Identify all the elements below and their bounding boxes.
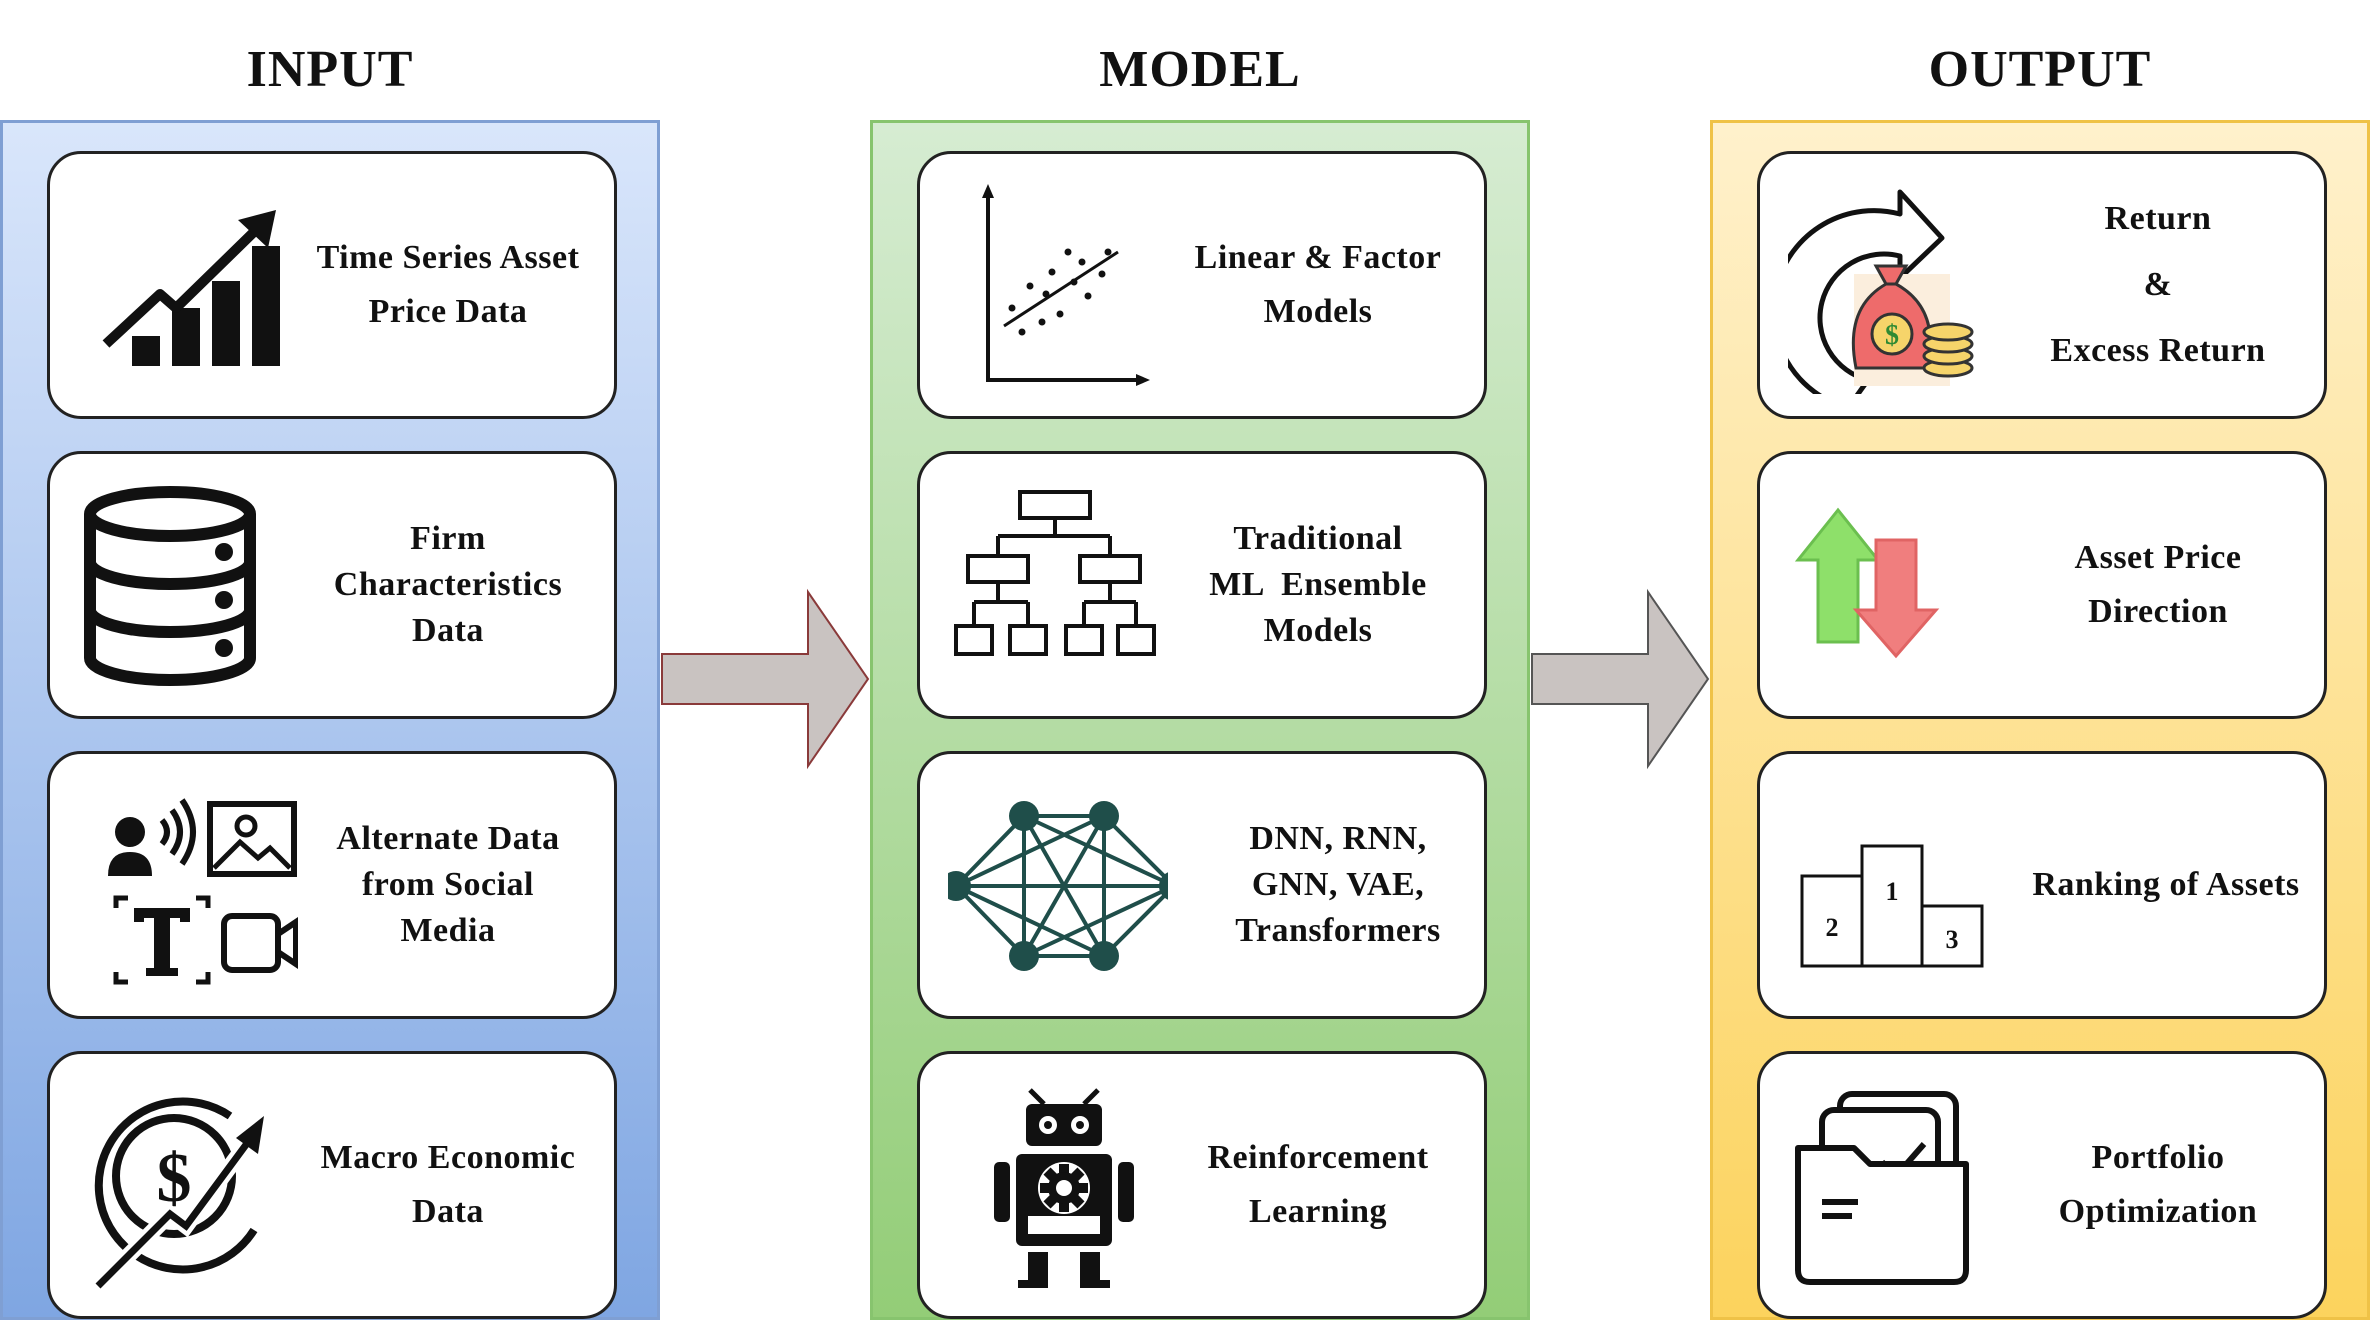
ranking-card: 2 1 3 Ranking of Assets <box>1757 751 2327 1019</box>
svg-text:$: $ <box>1885 320 1899 351</box>
podium-second: 2 <box>1826 913 1839 942</box>
svg-text:$: $ <box>157 1140 192 1217</box>
input-title: INPUT <box>246 41 414 98</box>
podium-icon: 2 1 3 <box>1800 844 1984 968</box>
neural-network-icon <box>948 801 1168 971</box>
podium-third: 3 <box>1946 925 1959 954</box>
up-down-arrows-icon <box>1794 507 1940 659</box>
growth-bar-chart-icon <box>102 210 280 366</box>
return-label: Return&Excess Return <box>2050 199 2266 370</box>
podium-first: 1 <box>1886 877 1899 906</box>
model-title: MODEL <box>1099 41 1301 98</box>
deep-learning-card: DNN, RNN,GNN, VAE,Transformers <box>917 751 1487 1019</box>
multimedia-data-icon <box>108 798 298 985</box>
folder-check-icon <box>1795 1091 1969 1285</box>
input-to-model-arrow <box>661 588 870 770</box>
decision-tree-icon <box>954 490 1156 656</box>
deep-learning-label: DNN, RNN,GNN, VAE,Transformers <box>1235 820 1441 949</box>
ranking-label: Ranking of Assets <box>2032 866 2300 904</box>
return-card: $ Return&Excess Return <box>1757 151 2327 419</box>
output-title: OUTPUT <box>1928 41 2152 98</box>
money-return-icon: $ <box>1788 189 1974 394</box>
scatter-regression-icon <box>982 184 1150 386</box>
robot-icon <box>994 1088 1134 1288</box>
database-icon <box>84 486 256 686</box>
dollar-growth-icon: $ <box>92 1097 264 1292</box>
model-to-output-arrow <box>1531 588 1710 770</box>
